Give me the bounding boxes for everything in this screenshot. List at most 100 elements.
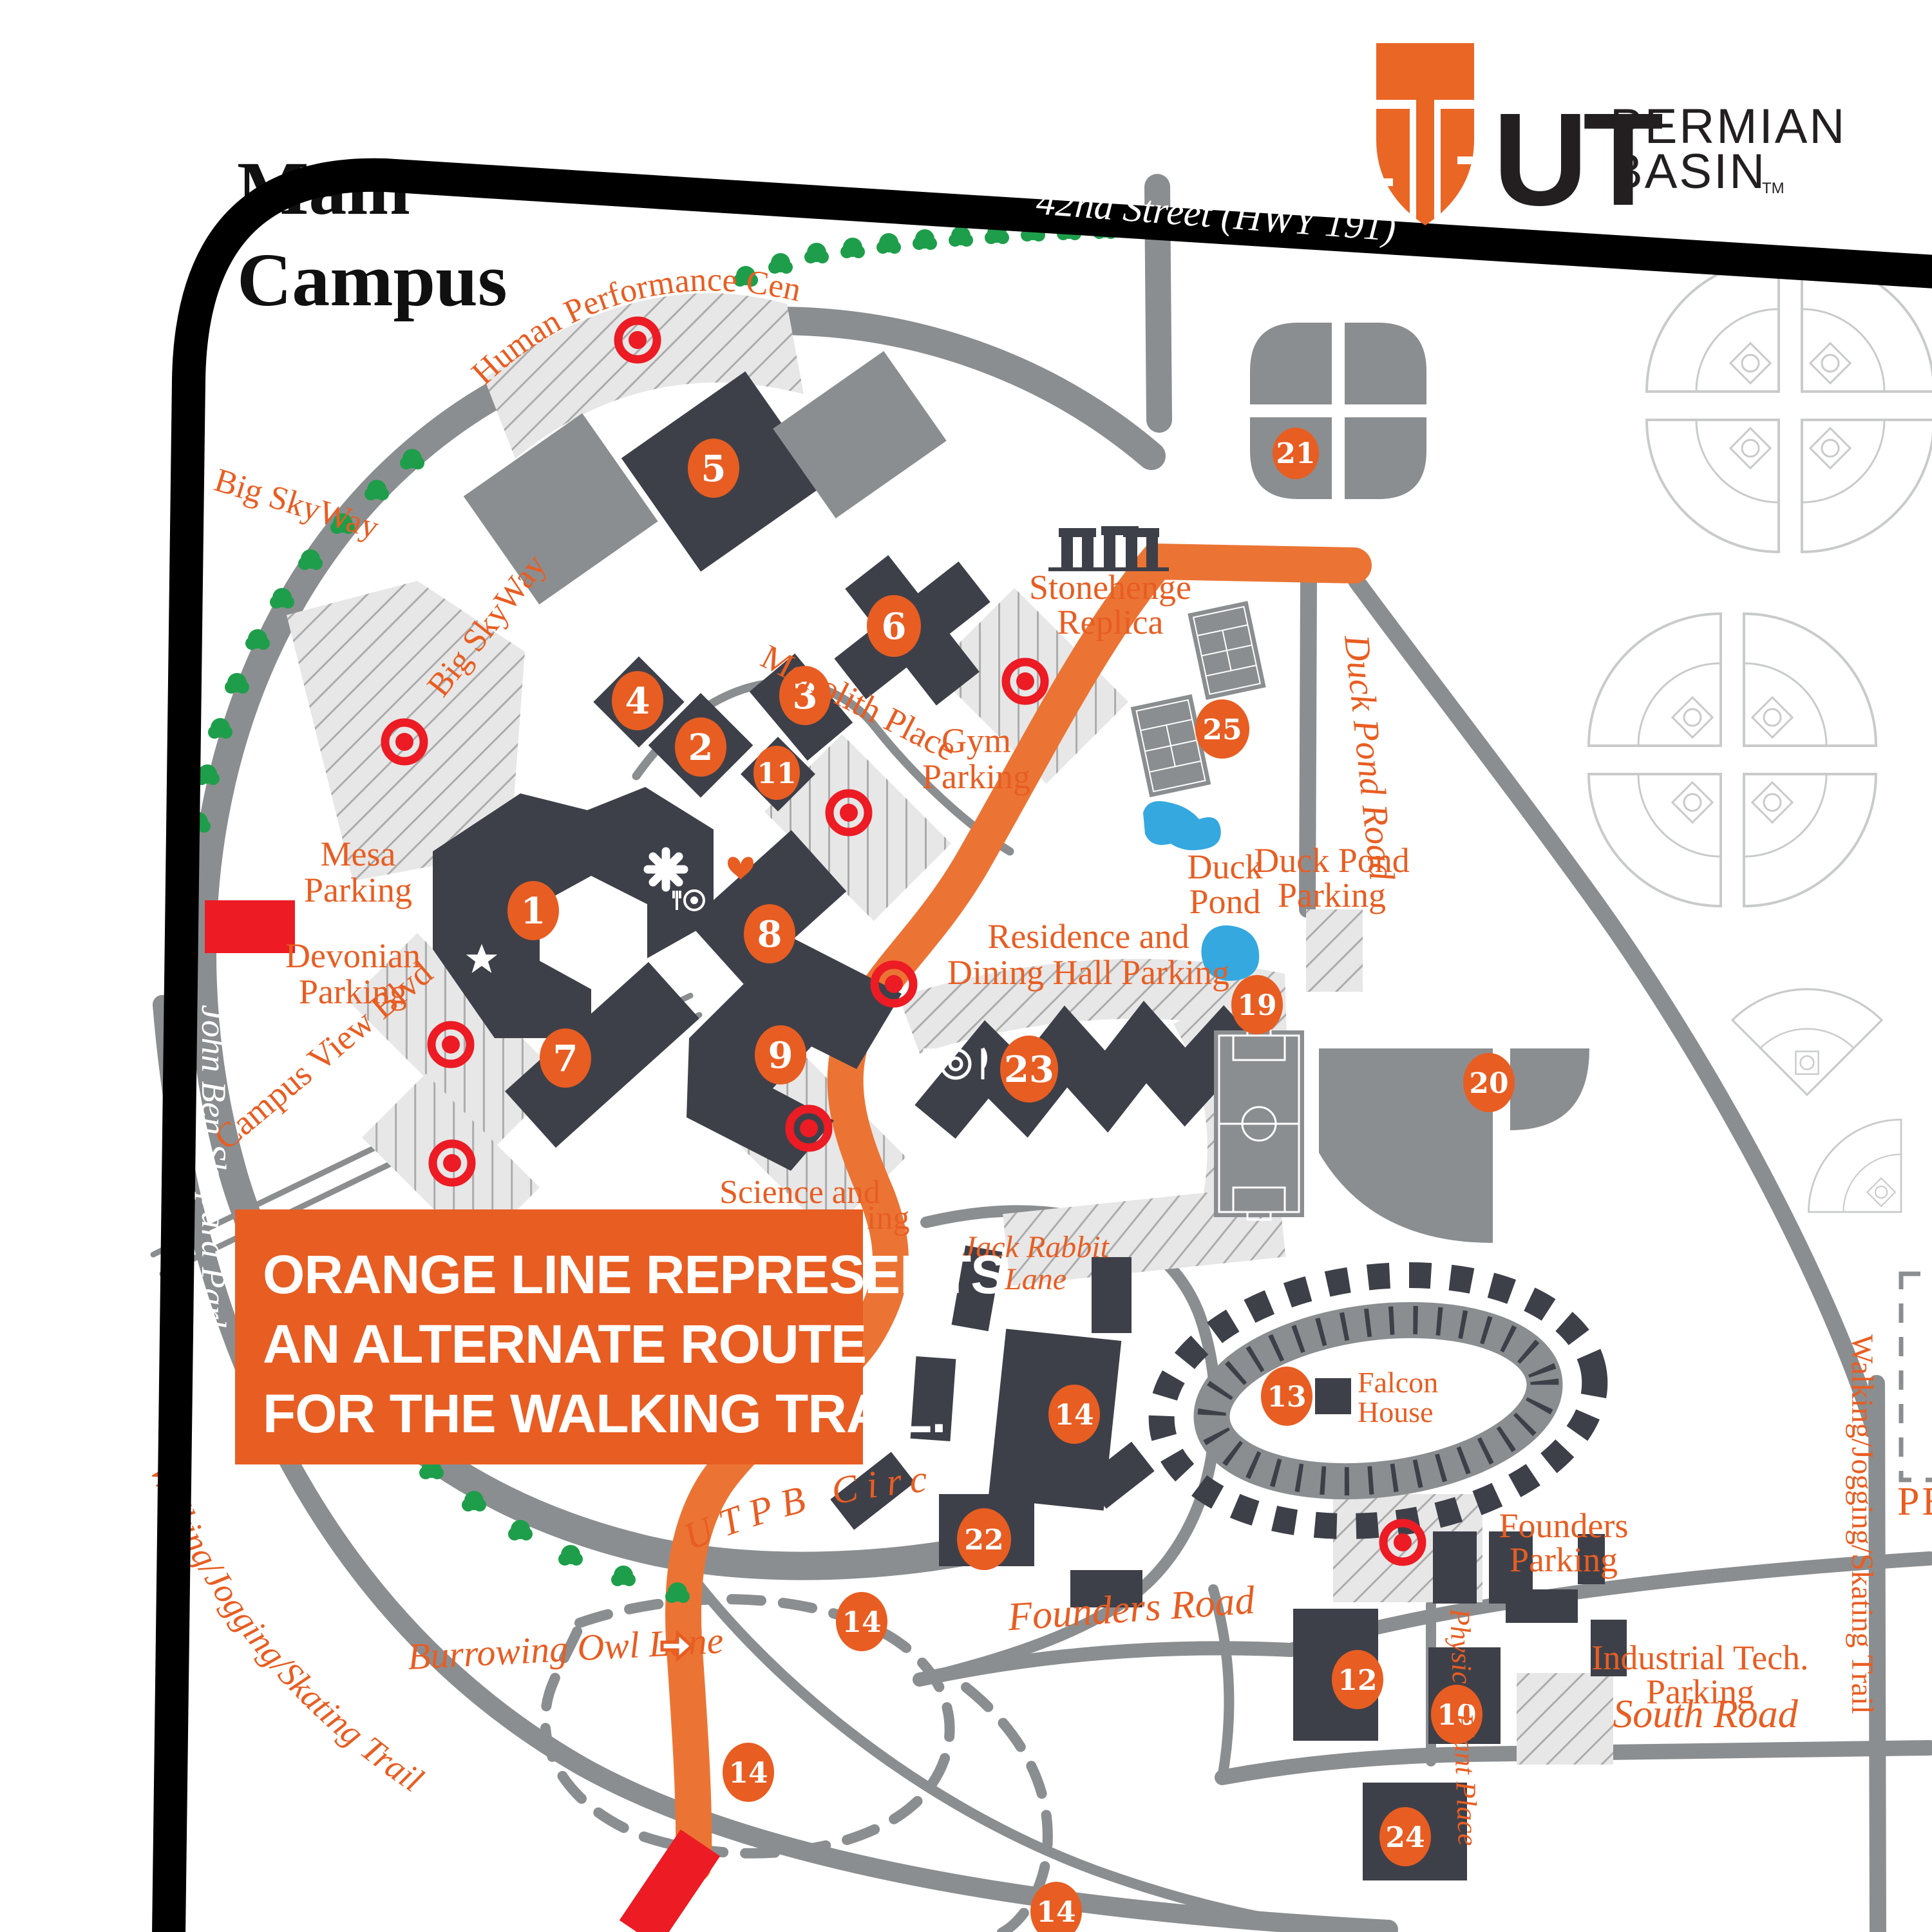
road-housing-south-a bbox=[670, 1548, 1396, 1932]
svg-text:14: 14 bbox=[1036, 1896, 1075, 1929]
svg-text:AN ALTERNATE ROUTE: AN ALTERNATE ROUTE bbox=[263, 1314, 866, 1374]
label-jack-rabbit-lane: Jack Rabbit bbox=[962, 1230, 1110, 1264]
building-marker-20: 20 bbox=[1463, 1053, 1515, 1112]
dining-icon bbox=[672, 889, 705, 911]
campus-building bbox=[910, 1356, 956, 1442]
road-housing-dashed-b bbox=[961, 1682, 1053, 1932]
svg-text:25: 25 bbox=[1202, 714, 1242, 746]
dashed-boundary bbox=[1899, 1271, 1932, 1482]
svg-text:9: 9 bbox=[768, 1034, 793, 1077]
campus-building bbox=[951, 1245, 1003, 1332]
campus-building bbox=[1070, 1570, 1142, 1607]
label-gym-parking: Parking bbox=[922, 757, 1030, 796]
building-marker-14: 14 bbox=[1048, 1385, 1100, 1444]
building-marker-21: 21 bbox=[1273, 428, 1319, 479]
falcon-house-building bbox=[1315, 1378, 1351, 1414]
utpb-logo-tm: TM bbox=[1762, 180, 1785, 197]
building-marker-9: 9 bbox=[755, 1025, 806, 1084]
building-marker-11: 11 bbox=[753, 746, 800, 800]
campus-building bbox=[830, 1452, 915, 1530]
campus-building bbox=[463, 413, 658, 605]
label-duck-pond: Pond bbox=[1189, 882, 1260, 921]
svg-text:12: 12 bbox=[1338, 1664, 1377, 1697]
label-residence-parking: Residence and bbox=[987, 917, 1189, 956]
label-duck-pond: Duck bbox=[1188, 848, 1263, 886]
building-marker-6: 6 bbox=[867, 595, 921, 657]
label-pe-partial: PE bbox=[1897, 1480, 1932, 1524]
building-marker-14: 14 bbox=[723, 1743, 774, 1802]
label-founders-parking: Parking bbox=[1510, 1540, 1618, 1579]
duck-ponds bbox=[1143, 801, 1260, 981]
label-stonehenge-replica: Replica bbox=[1057, 603, 1164, 641]
road-walking-trail-left bbox=[153, 995, 1398, 1932]
campus-building bbox=[1083, 1441, 1155, 1509]
svg-text:1: 1 bbox=[521, 890, 546, 933]
label-devonian-parking: Devonian bbox=[285, 936, 421, 975]
campus-building bbox=[1506, 1589, 1578, 1623]
heart-icon bbox=[728, 857, 753, 880]
road-walking-trail-right bbox=[1868, 1375, 1886, 1932]
svg-text:14: 14 bbox=[1054, 1399, 1094, 1432]
label-industrial-tech-parking: Parking bbox=[1646, 1672, 1754, 1711]
label-residence-parking: Dining Hall Parking bbox=[947, 953, 1229, 992]
label-industrial-tech-parking: Industrial Tech. bbox=[1591, 1638, 1808, 1677]
road-east-diagonal bbox=[1348, 573, 1884, 1441]
dining-icon bbox=[923, 1047, 987, 1080]
svg-text:ORANGE LINE REPRESENTS: ORANGE LINE REPRESENTS bbox=[263, 1244, 1006, 1305]
campus-building bbox=[1092, 1257, 1132, 1333]
label-mesa-parking: Mesa bbox=[321, 835, 396, 873]
building-marker-24: 24 bbox=[1379, 1807, 1431, 1866]
road-duck-pond bbox=[1299, 573, 1317, 918]
tennis-courts bbox=[1128, 598, 1269, 800]
road-south bbox=[1215, 1740, 1932, 1785]
page-title: Campus bbox=[237, 238, 507, 322]
building-marker-13: 13 bbox=[1261, 1367, 1312, 1426]
svg-text:7: 7 bbox=[553, 1037, 578, 1080]
building-marker-8: 8 bbox=[744, 904, 795, 963]
label-falcon-house: House bbox=[1358, 1396, 1434, 1428]
building-marker-7: 7 bbox=[540, 1028, 591, 1088]
label-science-parking: Science and bbox=[719, 1174, 880, 1211]
campus-building bbox=[773, 351, 947, 518]
building-marker-2: 2 bbox=[675, 717, 726, 777]
utpb-logo-permian: PERMIAN bbox=[1610, 99, 1846, 154]
orange-alternate-trail bbox=[665, 543, 1372, 1883]
building-marker-14: 14 bbox=[1030, 1882, 1082, 1932]
svg-text:3: 3 bbox=[793, 675, 818, 717]
svg-text:4: 4 bbox=[625, 680, 650, 723]
svg-text:23: 23 bbox=[1004, 1048, 1054, 1091]
campus-building bbox=[1433, 1531, 1477, 1604]
svg-text:13: 13 bbox=[1267, 1381, 1306, 1414]
building-icons bbox=[466, 847, 987, 1080]
svg-text:19: 19 bbox=[1237, 989, 1276, 1022]
trail-endpoint-bar-west bbox=[205, 900, 295, 953]
campus-building-20b bbox=[1510, 1048, 1589, 1130]
soccer-field bbox=[1214, 1027, 1304, 1221]
campus-building-mesa-b1 bbox=[433, 787, 714, 1038]
lot-duck-pond bbox=[1306, 909, 1363, 992]
campus-building bbox=[505, 961, 699, 1148]
lot-human-performance bbox=[484, 293, 804, 459]
svg-text:14: 14 bbox=[728, 1757, 768, 1790]
disc-golf-track bbox=[1148, 1262, 1608, 1539]
road-perimeter bbox=[152, 158, 1932, 1932]
road-housing-south-b bbox=[1208, 1584, 1235, 1783]
building-marker-25: 25 bbox=[1195, 699, 1249, 759]
campus-building-20 bbox=[1319, 1048, 1493, 1243]
svg-text:14: 14 bbox=[842, 1606, 881, 1639]
label-south-road: South Road bbox=[1613, 1692, 1799, 1736]
building-marker-5: 5 bbox=[688, 439, 739, 498]
campus-building bbox=[1578, 1534, 1605, 1584]
svg-text:10: 10 bbox=[1437, 1699, 1476, 1732]
label-duck-pond-parking: Parking bbox=[1278, 876, 1386, 914]
svg-text:5: 5 bbox=[701, 448, 726, 490]
svg-text:6: 6 bbox=[882, 605, 907, 648]
svg-text:8: 8 bbox=[757, 913, 782, 956]
star-icon bbox=[466, 943, 498, 973]
label-duck-pond-parking: Duck Pond bbox=[1254, 841, 1410, 880]
label-falcon-house: Falcon bbox=[1358, 1366, 1438, 1399]
trail-note-banner: ORANGE LINE REPRESENTS AN ALTERNATE ROUT… bbox=[235, 1209, 1007, 1464]
building-marker-3: 3 bbox=[779, 666, 831, 725]
svg-text:11: 11 bbox=[757, 757, 796, 790]
